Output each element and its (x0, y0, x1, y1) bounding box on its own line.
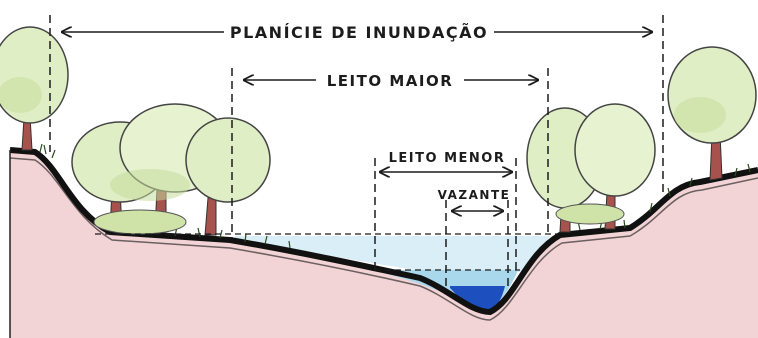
floodplain-label: PLANÍCIE DE INUNDAÇÃO (230, 23, 488, 42)
ground-line-inner (9, 157, 758, 321)
tree-cluster-right (526, 103, 656, 233)
minor-bed-label: LEITO MENOR (389, 151, 506, 166)
water-level-lines (95, 233, 558, 271)
soil-body (10, 150, 758, 338)
flood-water (235, 236, 550, 272)
low-water-label: VAZANTE (438, 188, 511, 202)
boundary-lines (49, 15, 664, 286)
tree-left-edge (0, 26, 69, 151)
low-water (450, 286, 505, 313)
major-bed-label: LEITO MAIOR (327, 72, 454, 90)
tree-cluster-left (71, 103, 271, 236)
tree-right-edge (667, 46, 757, 181)
